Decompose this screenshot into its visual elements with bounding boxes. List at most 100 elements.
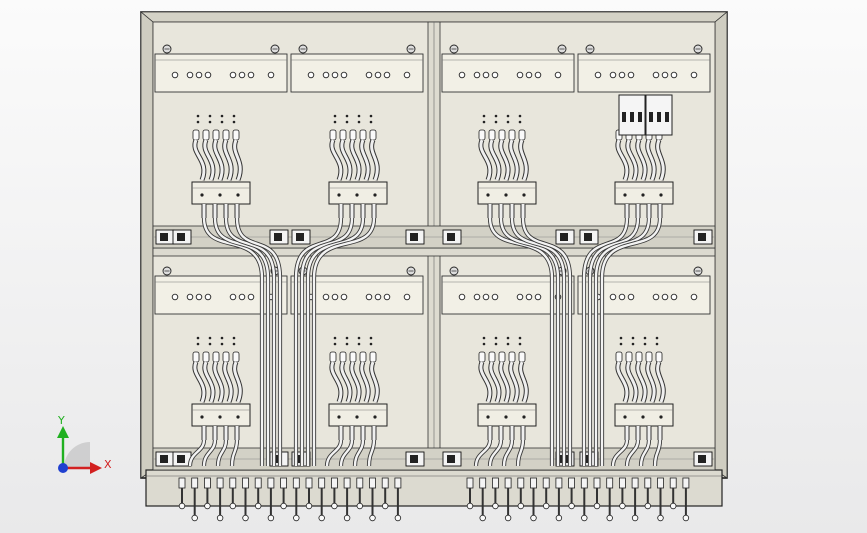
- clamp-screw: [522, 415, 526, 419]
- cable-module: [191, 114, 251, 218]
- cable-lug: [202, 351, 210, 363]
- bottom-connector: [267, 477, 275, 522]
- connector-tip: [581, 514, 588, 522]
- terminal-hole: [627, 293, 635, 301]
- terminal-plate: [154, 44, 288, 93]
- bottom-connector: [504, 477, 512, 522]
- cable-module: [328, 336, 388, 440]
- cable-lug: [625, 351, 633, 363]
- breaker-block: [618, 94, 673, 136]
- terminal-hole: [247, 71, 255, 79]
- pin-dot: [208, 120, 212, 124]
- terminal-hole: [661, 71, 669, 79]
- clamp-screw: [486, 415, 490, 419]
- terminal-hole: [204, 71, 212, 79]
- connector-socket: [160, 455, 168, 463]
- pin-dot: [369, 114, 373, 118]
- terminal-hole: [331, 71, 339, 79]
- bottom-connector: [369, 477, 376, 522]
- cable-lug: [478, 129, 486, 141]
- connector-sleeve: [530, 477, 537, 489]
- pin-dot: [196, 120, 200, 124]
- wire-core: [499, 139, 510, 181]
- connector-socket: [447, 455, 455, 463]
- cable-assembly: [152, 44, 716, 522]
- terminal-hole: [618, 293, 626, 301]
- cable-core: [521, 217, 572, 466]
- bottom-connector: [568, 477, 575, 510]
- cable-core: [582, 217, 629, 466]
- wire-core: [203, 139, 215, 181]
- cable-core: [235, 217, 282, 466]
- wire-core: [213, 361, 224, 403]
- terminal-hole: [458, 71, 466, 79]
- connector-socket: [410, 233, 418, 241]
- pin-dot: [494, 342, 498, 346]
- cable-lug: [192, 351, 200, 363]
- connector-socket: [410, 455, 418, 463]
- frame-bevel-top: [139, 11, 729, 23]
- cable-core: [600, 217, 662, 466]
- pin-dot: [494, 120, 498, 124]
- connector-sleeve: [517, 477, 525, 489]
- terminal-hole: [403, 71, 411, 79]
- cable-lug: [232, 351, 240, 363]
- connector-socket: [274, 233, 282, 241]
- pin-dot: [357, 120, 361, 124]
- cable-lug: [222, 351, 230, 363]
- wire-core: [203, 361, 215, 403]
- connector-sleeve: [682, 477, 690, 489]
- terminal-hole: [307, 71, 315, 79]
- pin-dot: [643, 342, 647, 346]
- terminal-hole: [491, 293, 499, 301]
- cable-lug: [232, 129, 240, 141]
- terminal-hole: [340, 293, 348, 301]
- connector-socket: [177, 233, 185, 241]
- wire-core: [646, 139, 656, 181]
- terminal-hole: [229, 71, 237, 79]
- terminal-hole: [670, 293, 678, 301]
- wire-core: [350, 361, 361, 403]
- wire-core: [330, 139, 343, 181]
- cable-lug: [488, 351, 496, 363]
- clamp-screw: [236, 415, 240, 419]
- wire-core: [233, 361, 242, 403]
- terminal-hole: [670, 71, 678, 79]
- cable-core: [224, 217, 276, 466]
- pin-dot: [518, 336, 522, 340]
- terminal-hole: [516, 71, 524, 79]
- wire-core: [479, 361, 492, 403]
- bottom-connector: [619, 477, 626, 510]
- pin-dot: [196, 114, 200, 118]
- cable-module: [328, 114, 388, 218]
- bottom-connector: [305, 477, 313, 510]
- pin-dot: [232, 336, 236, 340]
- connector-tip: [492, 502, 499, 510]
- clamp-screw: [504, 415, 508, 419]
- cable-lug: [339, 129, 347, 141]
- cable-lug: [212, 129, 220, 141]
- connector-socket: [296, 233, 304, 241]
- clamp-screw: [200, 193, 204, 197]
- cable-clamp: [614, 181, 674, 205]
- clamp-screw: [522, 193, 526, 197]
- wire-core: [499, 361, 510, 403]
- cable-lug: [635, 351, 643, 363]
- terminal-hole: [374, 71, 382, 79]
- connector-tip: [369, 514, 376, 522]
- terminal-hole: [365, 293, 373, 301]
- connector-sleeve: [580, 477, 588, 489]
- cable-lug: [349, 351, 357, 363]
- clamp-screw: [641, 415, 645, 419]
- bottom-connector: [530, 477, 537, 522]
- connector-tip: [530, 514, 537, 522]
- bottom-connector: [216, 477, 224, 522]
- connector-tip: [619, 502, 626, 510]
- connector-sleeve: [479, 477, 487, 489]
- cable-lug: [359, 351, 367, 363]
- terminal-hole: [473, 293, 481, 301]
- z-axis-origin: [58, 463, 68, 473]
- wire-core: [223, 139, 233, 181]
- connector-sleeve: [394, 477, 402, 489]
